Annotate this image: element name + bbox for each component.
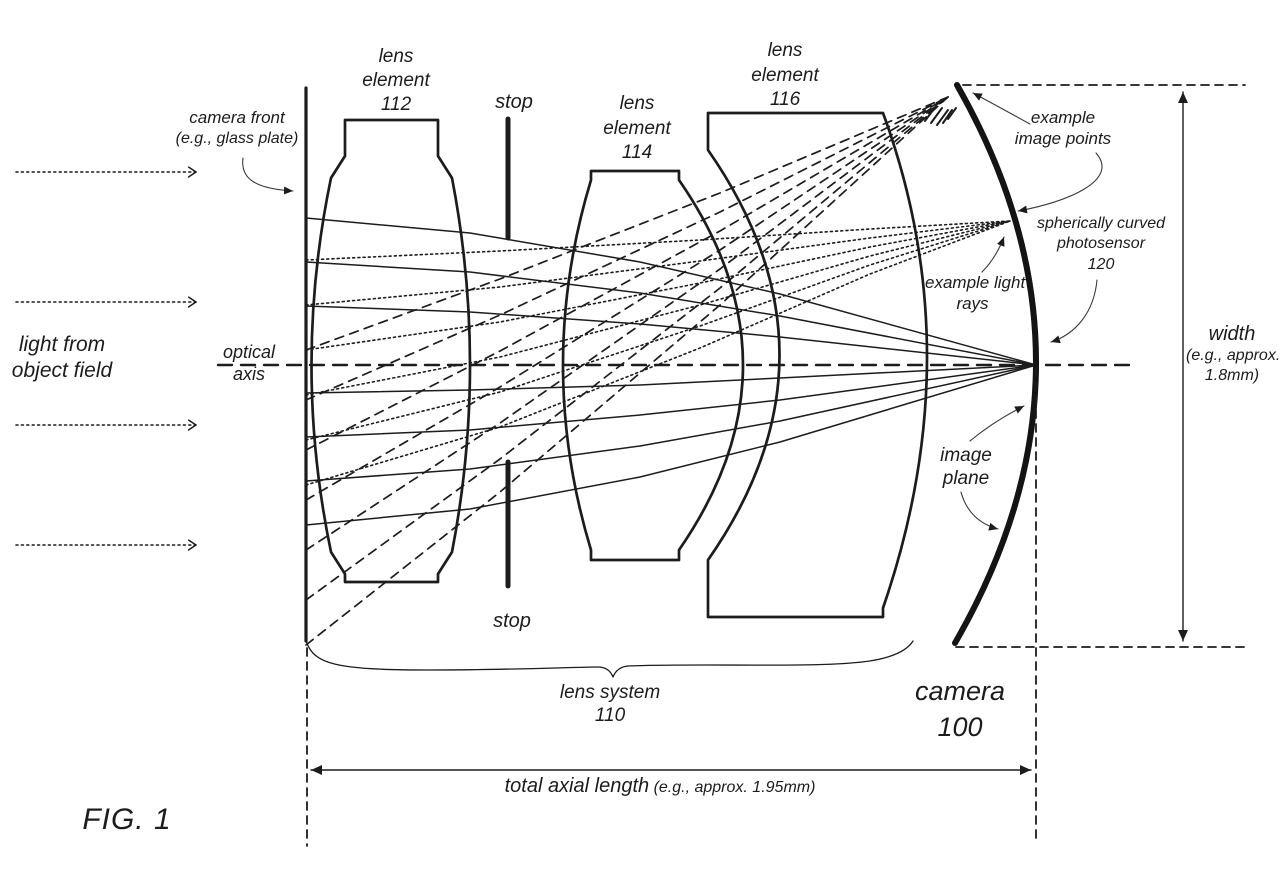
- camera-label: camera 100: [914, 676, 1006, 742]
- optical-axis-label: optical axis: [222, 342, 276, 384]
- image-points-leader-left: [972, 92, 1031, 125]
- image-plane-leader-bottom: [960, 491, 999, 531]
- stop-top-label: stop: [495, 91, 533, 113]
- image-plane-leader-top: [969, 405, 1025, 442]
- lens-element-116-label: lens element 116: [751, 40, 819, 111]
- lens-outlines: [310, 111, 929, 619]
- lens-element-114-label: lens element 114: [603, 93, 671, 164]
- photosensor-leader: [1050, 279, 1098, 344]
- example-light-rays-label: example light rays: [925, 273, 1026, 313]
- lens-system-brace: [305, 640, 914, 678]
- light-rays-leader: [981, 236, 1005, 273]
- photosensor-arc: [952, 82, 1039, 646]
- dimension-guides: [306, 84, 1246, 847]
- lens-element-112-label: lens element 112: [362, 46, 430, 115]
- lens-system-label: lens system 110: [559, 682, 661, 727]
- dashed-ray-bundle: [305, 96, 949, 646]
- photosensor-label: spherically curved photosensor 120: [1036, 215, 1166, 273]
- stop-bottom-label: stop: [493, 610, 531, 632]
- image-plane-label: image plane: [940, 445, 992, 490]
- lens-element-114-outline: [561, 169, 745, 562]
- camera-front-leader: [242, 157, 294, 195]
- image-point-dash-cluster: [924, 105, 957, 126]
- light-source-label: light from object field: [11, 333, 113, 382]
- lens-element-116-outline: [706, 111, 929, 619]
- lens-element-112-outline: [310, 118, 472, 584]
- camera-front-label: camera front (e.g., glass plate): [175, 108, 299, 147]
- image-points-leader-right: [1017, 152, 1103, 214]
- leader-arrows: [242, 92, 1103, 531]
- example-image-points-label: example image points: [1014, 108, 1112, 148]
- width-dimension-label: width (e.g., approx. 1.8mm): [1186, 323, 1280, 384]
- total-axial-length-label: total axial length (e.g., approx. 1.95mm…: [504, 775, 816, 797]
- solid-ray-bundle: [305, 217, 1037, 526]
- figure-number: FIG. 1: [82, 803, 172, 836]
